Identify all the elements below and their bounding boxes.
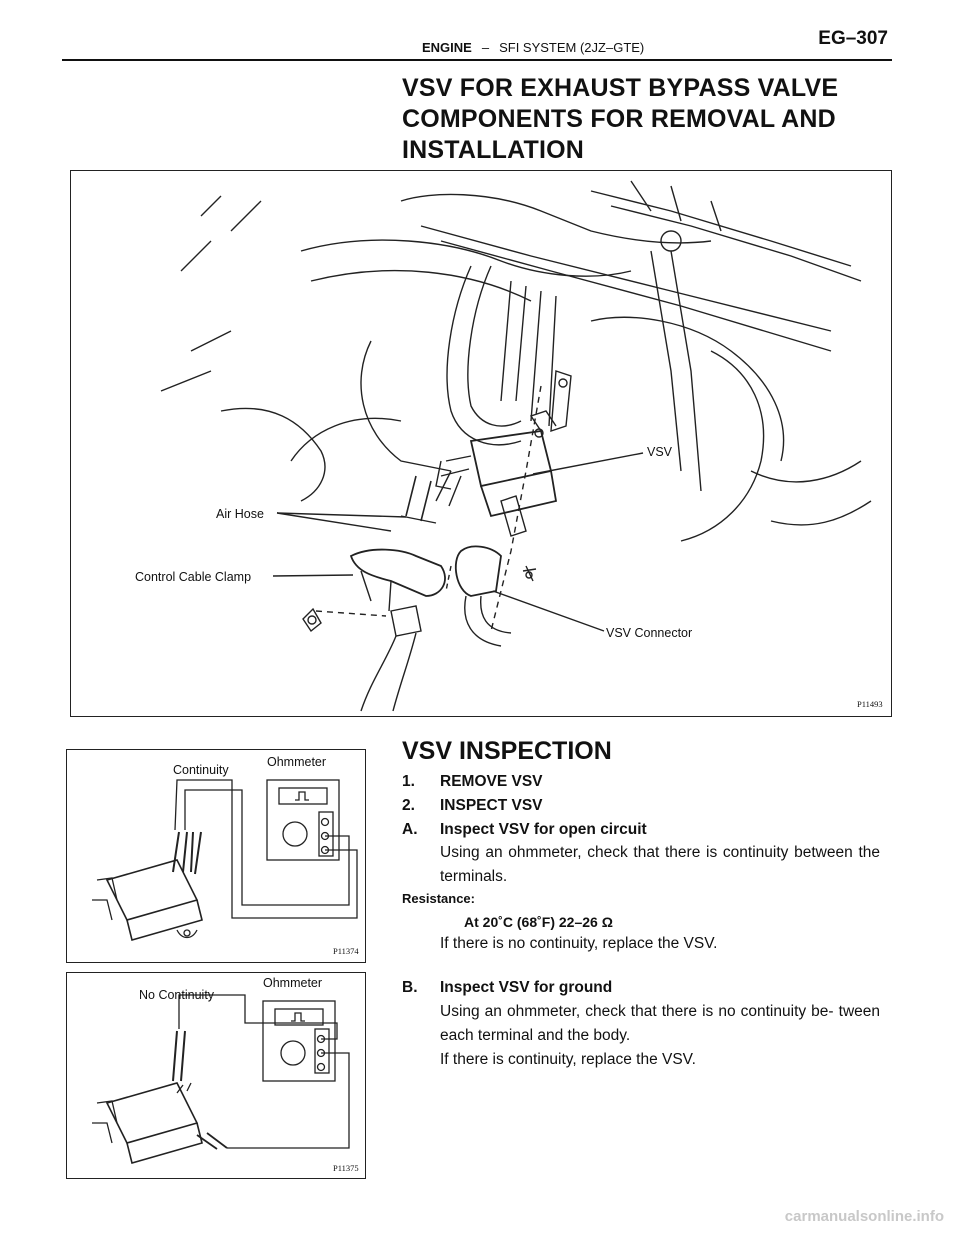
step-a-number: A. bbox=[402, 821, 418, 838]
title-line-3: INSTALLATION bbox=[402, 136, 585, 164]
step-a-body: Using an ohmmeter, check that there is c… bbox=[440, 844, 880, 885]
fig-b-label-ohmmeter: Ohmmeter bbox=[263, 976, 322, 990]
figure-code: P11493 bbox=[857, 699, 883, 709]
title-line-2: COMPONENTS FOR REMOVAL AND bbox=[402, 105, 836, 133]
fig-a-code: P11374 bbox=[333, 946, 359, 956]
label-control-cable-clamp: Control Cable Clamp bbox=[135, 570, 251, 584]
step-b-body: Using an ohmmeter, check that there is n… bbox=[440, 1003, 880, 1044]
header-subsection: SFI SYSTEM (2JZ–GTE) bbox=[499, 40, 645, 55]
step-a-text: Inspect VSV for open circuit bbox=[440, 821, 647, 838]
step-b-number: B. bbox=[402, 979, 418, 996]
components-illustration: VSV Air Hose Control Cable Clamp VSV Con… bbox=[70, 170, 892, 717]
running-header: ENGINE–SFI SYSTEM (2JZ–GTE) bbox=[422, 40, 644, 55]
label-vsv: VSV bbox=[647, 445, 673, 459]
inspection-title: VSV INSPECTION bbox=[402, 737, 612, 765]
title-line-1: VSV FOR EXHAUST BYPASS VALVE bbox=[402, 74, 839, 102]
fig-a-label-continuity: Continuity bbox=[173, 763, 229, 777]
header-rule bbox=[62, 59, 892, 61]
step-1-number: 1. bbox=[402, 773, 415, 790]
step-a-note: If there is no continuity, replace the V… bbox=[440, 935, 718, 952]
page-title: VSV FOR EXHAUST BYPASS VALVE COMPONENTS … bbox=[402, 73, 838, 166]
label-air-hose: Air Hose bbox=[216, 507, 264, 521]
step-1-text: REMOVE VSV bbox=[440, 773, 543, 790]
fig-a-label-ohmmeter: Ohmmeter bbox=[267, 755, 326, 769]
resistance-label: Resistance: bbox=[402, 891, 475, 906]
page-number: EG–307 bbox=[818, 28, 888, 49]
label-vsv-connector: VSV Connector bbox=[606, 626, 692, 640]
header-separator: – bbox=[481, 40, 490, 55]
continuity-test-illustration: Continuity Ohmmeter P11374 bbox=[66, 749, 366, 963]
fig-b-code: P11375 bbox=[333, 1163, 359, 1173]
step-b-note: If there is continuity, replace the VSV. bbox=[440, 1051, 696, 1068]
fig-b-label-no-continuity: No Continuity bbox=[139, 988, 215, 1002]
step-2-number: 2. bbox=[402, 797, 415, 814]
step-2-text: INSPECT VSV bbox=[440, 797, 543, 814]
step-b-text: Inspect VSV for ground bbox=[440, 979, 613, 996]
watermark: carmanualsonline.info bbox=[784, 1208, 944, 1225]
resistance-value: At 20˚C (68˚F) 22–26 Ω bbox=[464, 914, 613, 930]
header-section: ENGINE bbox=[422, 40, 472, 55]
no-continuity-test-illustration: No Continuity Ohmmeter P11375 bbox=[66, 972, 366, 1179]
